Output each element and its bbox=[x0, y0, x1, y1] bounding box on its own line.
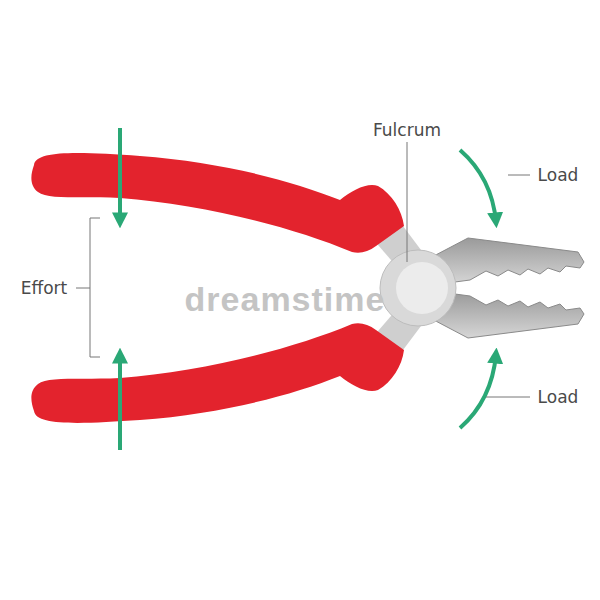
upper-handle bbox=[31, 153, 404, 253]
part-label: Effort bbox=[21, 279, 68, 298]
pivot-rivet-center bbox=[396, 262, 448, 314]
lower-handle bbox=[31, 323, 404, 423]
effort-arrow bbox=[118, 128, 122, 222]
load-arrow bbox=[460, 354, 496, 428]
leader-line bbox=[407, 142, 408, 262]
part-label: Load bbox=[538, 166, 579, 185]
load-arrow bbox=[460, 150, 496, 222]
effort-arrow bbox=[118, 354, 122, 450]
pivot-rivet bbox=[380, 250, 456, 326]
watermark: dreamstime bbox=[185, 281, 386, 318]
part-label: Fulcrum bbox=[373, 121, 441, 140]
leader-line bbox=[76, 288, 90, 289]
leader-line bbox=[486, 397, 530, 398]
effort-bracket bbox=[90, 218, 100, 357]
leader-line bbox=[508, 175, 530, 176]
part-label: Load bbox=[538, 388, 579, 407]
